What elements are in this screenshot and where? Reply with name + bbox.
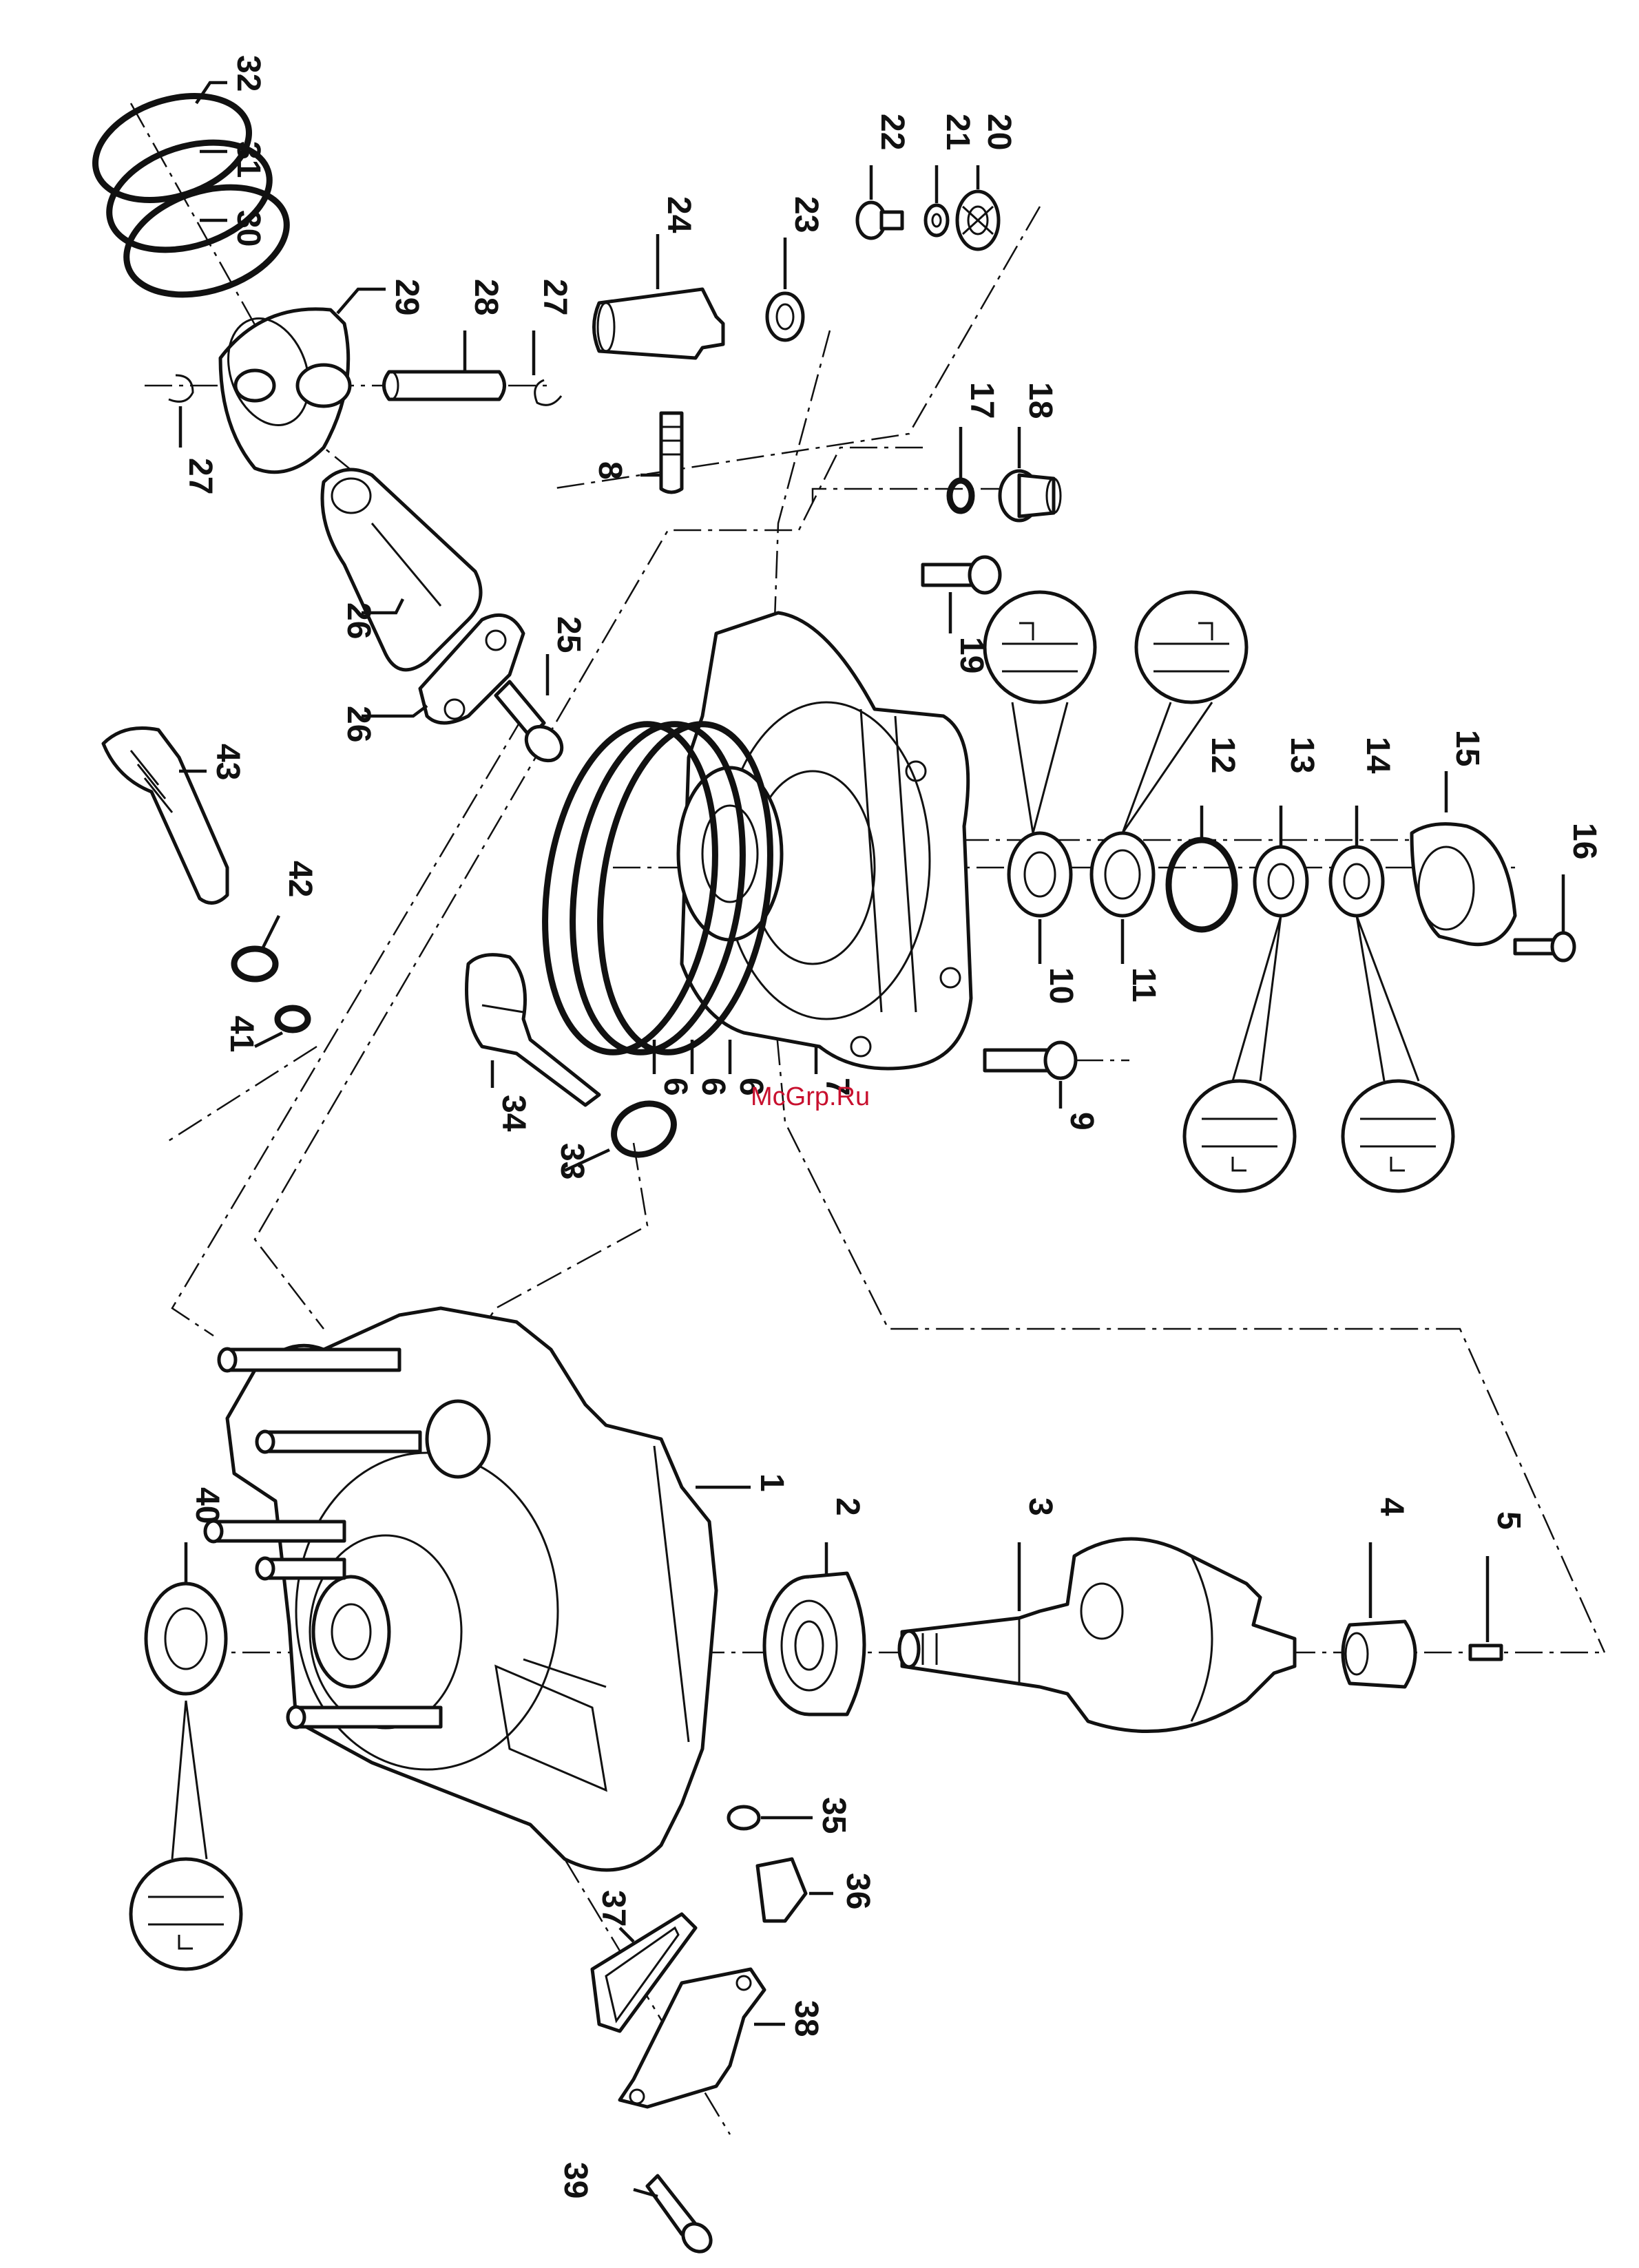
bolt-9[interactable] [985, 1042, 1076, 1078]
o-ring-12[interactable] [1169, 840, 1235, 930]
callout-13: 13 [1284, 737, 1320, 773]
oil-seal-11[interactable] [1092, 833, 1153, 916]
callout-2: 2 [829, 1498, 866, 1516]
callout-6-a: 6 [657, 1078, 693, 1096]
callout-43: 43 [209, 744, 246, 780]
callout-28: 28 [468, 279, 504, 315]
callout-25: 25 [550, 616, 587, 653]
washer-35[interactable] [729, 1807, 759, 1829]
callout-11: 11 [1125, 967, 1162, 1002]
circlip-right[interactable] [535, 380, 561, 405]
callout-41: 41 [223, 1016, 260, 1052]
screw-16[interactable] [1515, 933, 1574, 960]
callout-39: 39 [557, 2162, 594, 2198]
callout-24: 24 [660, 196, 697, 233]
callout-20: 20 [981, 114, 1017, 150]
watermark: McGrp.Ru [751, 1082, 870, 1111]
o-ring-41[interactable] [278, 1008, 308, 1030]
callout-32: 32 [230, 55, 267, 92]
screw-39[interactable] [647, 2176, 716, 2257]
callout-14: 14 [1359, 737, 1396, 774]
crankcase[interactable] [227, 1308, 716, 1870]
callout-17: 17 [963, 382, 1000, 419]
valve-body[interactable] [594, 289, 724, 358]
seal-housing-15[interactable] [1412, 824, 1515, 945]
callout-27-left: 27 [182, 458, 218, 494]
callout-30: 30 [230, 210, 267, 246]
crankcase-cover[interactable] [678, 613, 971, 1069]
o-ring-33[interactable] [605, 1094, 682, 1164]
callout-26-cap: 26 [340, 706, 377, 742]
callout-42: 42 [282, 861, 318, 897]
sealing-washer-23[interactable] [767, 293, 803, 340]
callout-27-right: 27 [536, 279, 573, 315]
main-bearing[interactable] [764, 1573, 864, 1714]
piston-pin[interactable] [384, 372, 505, 399]
callout-35: 35 [815, 1797, 852, 1834]
callout-9: 9 [1063, 1112, 1100, 1131]
callout-10: 10 [1043, 967, 1079, 1004]
seal-detail-10 [985, 592, 1095, 702]
callout-12: 12 [1204, 737, 1241, 773]
callout-29: 29 [388, 279, 425, 315]
callout-16: 16 [1566, 823, 1603, 859]
woodruff-key[interactable] [1470, 1646, 1501, 1659]
connecting-rod[interactable] [322, 470, 481, 670]
oil-seal-14[interactable] [1330, 847, 1383, 916]
seal-detail-11 [1136, 592, 1246, 702]
crankshaft-nut[interactable] [1343, 1621, 1415, 1687]
circlip-left[interactable] [169, 375, 193, 401]
callout-38: 38 [788, 2000, 824, 2037]
bolt-19[interactable] [923, 557, 1000, 593]
callout-23: 23 [788, 196, 824, 233]
callout-31: 31 [230, 141, 267, 178]
callout-21: 21 [939, 114, 976, 150]
washer-21[interactable] [926, 205, 948, 235]
crankshaft[interactable] [899, 1539, 1295, 1732]
stud[interactable] [661, 413, 682, 492]
callout-34: 34 [495, 1095, 532, 1132]
seal-detail-13 [1184, 1081, 1295, 1191]
callout-5: 5 [1490, 1511, 1527, 1530]
sleeve-43[interactable] [103, 728, 227, 903]
callout-15: 15 [1449, 730, 1485, 766]
seal-detail-40 [131, 1859, 241, 1969]
o-ring-42[interactable] [234, 949, 275, 979]
oil-seal-10[interactable] [1009, 833, 1071, 916]
callout-26-rod: 26 [340, 602, 377, 639]
callout-1: 1 [753, 1473, 790, 1492]
o-ring-17[interactable] [950, 481, 972, 511]
callout-6-b: 6 [695, 1078, 731, 1096]
rod-bolt[interactable] [496, 682, 569, 768]
callout-37: 37 [595, 1890, 631, 1926]
gear-20[interactable] [957, 191, 999, 249]
oil-seal-40[interactable] [146, 1584, 226, 1694]
callout-33: 33 [554, 1143, 590, 1179]
callout-40: 40 [189, 1487, 225, 1524]
callout-36: 36 [839, 1873, 876, 1909]
plug-18[interactable] [1000, 471, 1061, 521]
oil-seal-13[interactable] [1255, 847, 1307, 916]
callout-22: 22 [874, 114, 910, 150]
callout-4: 4 [1373, 1498, 1410, 1516]
drain-plug-36[interactable] [758, 1859, 806, 1921]
callout-3: 3 [1022, 1498, 1058, 1516]
callout-19: 19 [953, 637, 990, 673]
callout-18: 18 [1022, 382, 1058, 419]
screw-22[interactable] [857, 202, 902, 238]
callout-8: 8 [592, 461, 628, 480]
piston[interactable] [214, 307, 350, 472]
seal-detail-14 [1343, 1081, 1453, 1191]
